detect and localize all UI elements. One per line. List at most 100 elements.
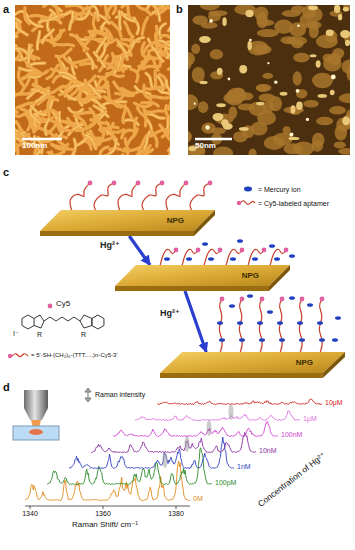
substituent: R — [81, 331, 86, 339]
grain-top — [239, 127, 249, 131]
ligament — [65, 81, 72, 96]
grain-peak — [194, 103, 196, 105]
ligament-highlight — [37, 32, 39, 50]
ligament — [15, 53, 21, 60]
ligament — [56, 49, 71, 56]
cy5-dye — [8, 354, 12, 358]
spectrum-trace — [69, 437, 234, 469]
ligament — [90, 109, 99, 124]
grain — [201, 22, 218, 29]
grain — [341, 59, 350, 74]
film-shape — [115, 265, 290, 291]
scale-bar — [22, 138, 62, 141]
grain-top — [338, 14, 342, 20]
grain-peak — [228, 78, 231, 81]
grain-top — [247, 41, 251, 50]
ligament — [167, 43, 170, 58]
ligament-highlight — [121, 12, 135, 22]
cy5-dye — [220, 297, 225, 302]
ligament-highlight — [15, 46, 16, 47]
grain-top — [199, 81, 207, 84]
ligament-highlight — [16, 23, 27, 35]
grain — [229, 106, 238, 119]
grain-peak — [331, 75, 336, 80]
cy5-dye — [218, 248, 223, 253]
grain — [248, 148, 256, 155]
grain — [191, 44, 200, 55]
mercury-ion — [335, 316, 341, 320]
grain — [338, 148, 350, 155]
aptamer-strand — [299, 299, 302, 353]
ligament-highlight — [89, 84, 101, 97]
mercury-ion — [297, 321, 303, 325]
mercury-ion — [274, 257, 280, 261]
npg-film: NPG — [115, 265, 290, 291]
grain-top — [217, 68, 223, 75]
dye-name: Cy5 — [56, 300, 70, 309]
mercury-ion — [277, 321, 283, 325]
cy5-dye — [112, 181, 117, 186]
microscope-icon — [13, 390, 59, 440]
grain — [198, 101, 209, 113]
grain-top — [288, 137, 299, 140]
peak-marker — [207, 420, 212, 436]
cy5-dye — [208, 181, 213, 186]
grain — [248, 41, 269, 56]
grain-peak — [296, 89, 300, 93]
ligament — [119, 11, 120, 29]
mercury-ion — [186, 257, 192, 261]
substituent: R — [37, 331, 42, 339]
film-label: NPG — [167, 216, 184, 225]
ligament — [142, 18, 148, 35]
npg-film: NPG — [40, 210, 215, 236]
reaction-arrow — [185, 291, 206, 352]
ligament — [70, 12, 73, 29]
aptamer-strand — [204, 249, 220, 266]
grain-top — [326, 29, 334, 36]
grain-peak — [249, 39, 252, 42]
grain-top — [245, 10, 253, 17]
grain-top — [280, 92, 288, 96]
ligament — [61, 91, 76, 100]
ligament — [77, 10, 90, 19]
grain — [210, 128, 226, 135]
ligament — [89, 84, 101, 97]
sem-image — [15, 5, 170, 155]
ligament — [146, 73, 153, 88]
grain-top — [308, 5, 318, 10]
sample-cell — [13, 426, 59, 440]
ligament-highlight — [59, 72, 75, 78]
aptamer-strand — [319, 299, 322, 353]
counter-ion: I⁻ — [13, 330, 19, 338]
grain — [335, 125, 347, 141]
grain-top — [334, 5, 340, 13]
ligament-highlight — [46, 5, 61, 11]
mercury-ion — [279, 338, 285, 342]
aptamer-strand — [166, 183, 186, 211]
grain-top — [296, 102, 303, 110]
ligament-highlight — [146, 73, 153, 88]
legend-entry: = Mercury ion — [236, 184, 301, 194]
mercury-ion — [317, 321, 323, 325]
ligament — [30, 109, 39, 123]
ligament — [15, 46, 16, 47]
film-face — [115, 265, 290, 286]
ligament — [75, 112, 93, 114]
cy5-dye — [160, 181, 165, 186]
grain — [210, 49, 223, 59]
benzene-ring — [92, 315, 104, 329]
laser-spot — [29, 429, 43, 435]
axis-title: Raman Shift/ cm⁻¹ — [72, 521, 138, 530]
ligament — [135, 103, 151, 107]
ligament-highlight — [28, 45, 29, 63]
axis-note: Raman intensity — [95, 391, 145, 399]
film-label: NPG — [296, 358, 313, 367]
mercury-ion — [289, 296, 295, 300]
ligament — [72, 139, 76, 155]
grain — [323, 54, 334, 62]
objective — [24, 390, 48, 408]
cy5-dye — [284, 248, 289, 253]
mercury-ion — [267, 310, 273, 314]
ligament — [42, 30, 53, 43]
concentration-label: 10μM — [325, 399, 343, 407]
